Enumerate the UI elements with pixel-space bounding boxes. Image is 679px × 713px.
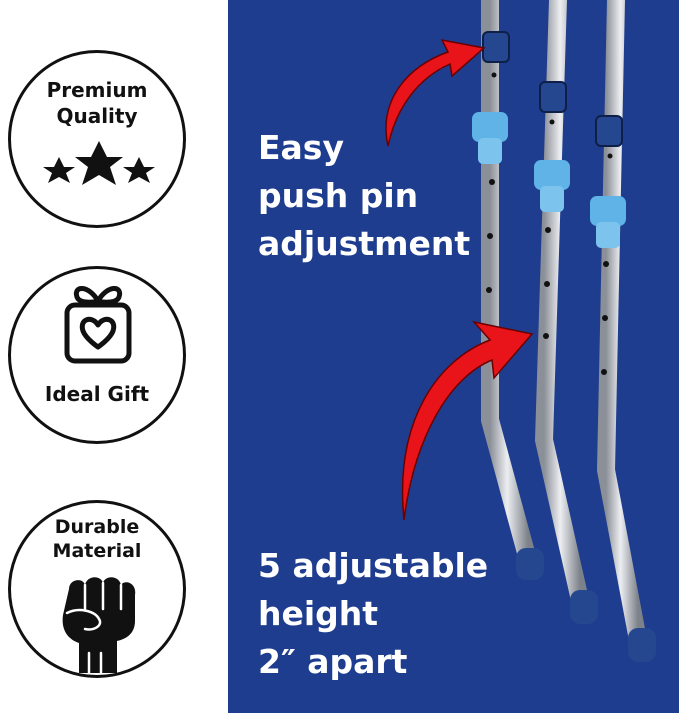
badge-material-line2: Material	[52, 540, 142, 562]
crutch-legs-illustration	[385, 0, 656, 662]
arrow-to-pin-icon	[385, 38, 486, 147]
product-illustration-panel: Easy push pin adjustment 5 adjustable he…	[228, 0, 679, 713]
badge-gift-label: Ideal Gift	[44, 382, 150, 406]
callout-adjustable-height: 5 adjustable height 2″ apart	[258, 542, 488, 686]
badge-ideal-gift: Ideal Gift	[8, 266, 186, 444]
pole-1	[472, 0, 544, 580]
badge-material-line1: Durable	[54, 516, 140, 538]
stars-icon	[43, 141, 155, 185]
fist-icon	[62, 577, 136, 673]
feature-badges-panel: Premium Quality Ideal Gift	[0, 0, 228, 713]
callout-height-line3: 2″ apart	[258, 642, 408, 681]
pole-2	[534, 0, 598, 624]
callout-pin-line1: Easy	[258, 128, 344, 167]
callout-height-line1: 5 adjustable	[258, 546, 489, 585]
badge-durable-material: Durable Material	[8, 500, 186, 678]
callout-pin-line3: adjustment	[258, 224, 471, 263]
callout-pin-line2: push pin	[258, 176, 419, 215]
badge-premium-quality: Premium Quality	[8, 50, 186, 228]
arrow-to-holes-icon	[401, 320, 534, 521]
badge-quality-line1: Premium	[46, 78, 148, 102]
callout-push-pin: Easy push pin adjustment	[258, 124, 470, 268]
callout-height-line2: height	[258, 594, 379, 633]
badge-quality-line2: Quality	[56, 104, 138, 128]
gift-box-heart-icon	[64, 286, 132, 364]
pole-3	[590, 0, 656, 662]
